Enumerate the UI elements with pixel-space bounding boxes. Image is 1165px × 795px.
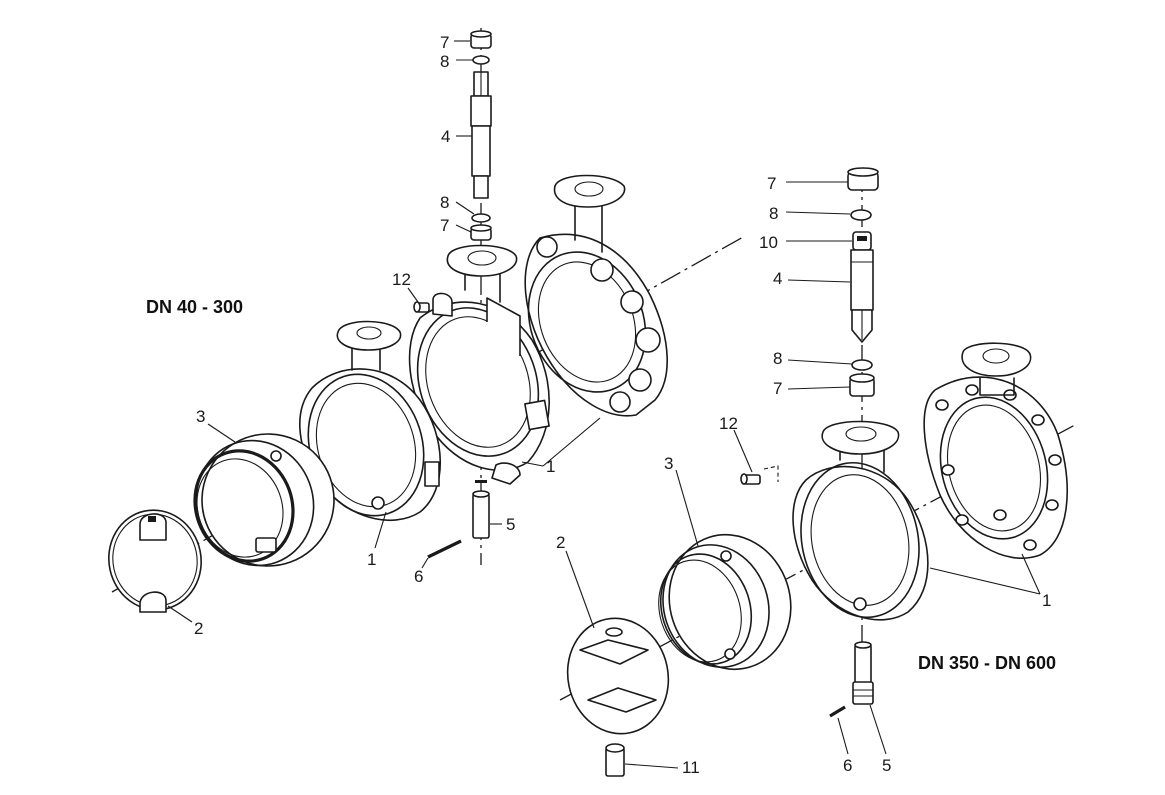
left-lug-body (524, 174, 668, 417)
right-callouts: 7 8 10 4 8 7 12 3 2 1 6 5 11 (556, 174, 1051, 777)
left-screw (413, 301, 430, 313)
callout-right-2: 2 (556, 533, 565, 552)
left-bushing-top (470, 30, 492, 49)
callout-right-12: 12 (719, 414, 738, 433)
right-o-ring-top (850, 209, 872, 221)
left-leader-lines (167, 40, 601, 623)
left-wafer-body-front (299, 320, 442, 522)
callout-left-6: 6 (414, 567, 423, 586)
callout-right-4: 4 (773, 269, 782, 288)
callout-left-1-front: 1 (367, 550, 376, 569)
left-callouts: 7 8 4 8 7 12 3 1 1 5 6 2 (194, 33, 555, 638)
left-stem (470, 71, 492, 199)
left-bottom-bushing (472, 480, 490, 539)
callout-left-5: 5 (506, 515, 515, 534)
right-wafer-body (792, 420, 929, 621)
left-wafer-body-mid (408, 244, 550, 485)
left-bushing-mid (470, 224, 492, 241)
right-pin (829, 705, 846, 718)
callout-left-7-mid: 7 (440, 216, 449, 235)
right-bottom-bushing (852, 641, 874, 705)
small-valve-assembly: 7 8 4 8 7 12 3 1 1 5 6 2 DN 40 - 300 (108, 28, 746, 638)
callout-right-10: 10 (759, 233, 778, 252)
callout-left-7-top: 7 (440, 33, 449, 52)
callout-right-8-mid: 8 (773, 349, 782, 368)
title-small-range: DN 40 - 300 (146, 297, 243, 317)
callout-right-7-mid: 7 (773, 379, 782, 398)
callout-right-7-top: 7 (767, 174, 776, 193)
callout-left-4: 4 (441, 127, 450, 146)
callout-left-2: 2 (194, 619, 203, 638)
right-o-ring-mid (851, 359, 873, 371)
right-screw (740, 465, 779, 485)
right-bushing-top (847, 167, 879, 191)
right-seat-liner (658, 533, 792, 671)
left-o-ring-top (472, 55, 490, 65)
callout-right-3: 3 (664, 454, 673, 473)
left-seat-liner (193, 433, 335, 567)
callout-right-5: 5 (882, 756, 891, 775)
callout-left-1-rear: 1 (546, 457, 555, 476)
left-disc (108, 509, 202, 613)
right-plug (605, 743, 625, 777)
callout-right-8-top: 8 (769, 204, 778, 223)
callout-right-11: 11 (682, 758, 700, 777)
title-large-range: DN 350 - DN 600 (918, 653, 1056, 673)
right-bushing-mid (849, 373, 875, 397)
callout-left-3: 3 (196, 407, 205, 426)
callout-left-8-mid: 8 (440, 193, 449, 212)
callout-left-8-top: 8 (440, 52, 449, 71)
callout-left-12: 12 (392, 270, 411, 289)
left-o-ring-mid (471, 213, 491, 223)
callout-right-1: 1 (1042, 591, 1051, 610)
right-disc (566, 617, 670, 735)
callout-right-6: 6 (843, 756, 852, 775)
right-lug-body (923, 342, 1068, 559)
right-stem (850, 231, 874, 343)
right-leader-lines (565, 181, 1041, 769)
large-valve-assembly: 7 8 10 4 8 7 12 3 2 1 6 5 11 DN 350 - DN… (556, 167, 1076, 777)
